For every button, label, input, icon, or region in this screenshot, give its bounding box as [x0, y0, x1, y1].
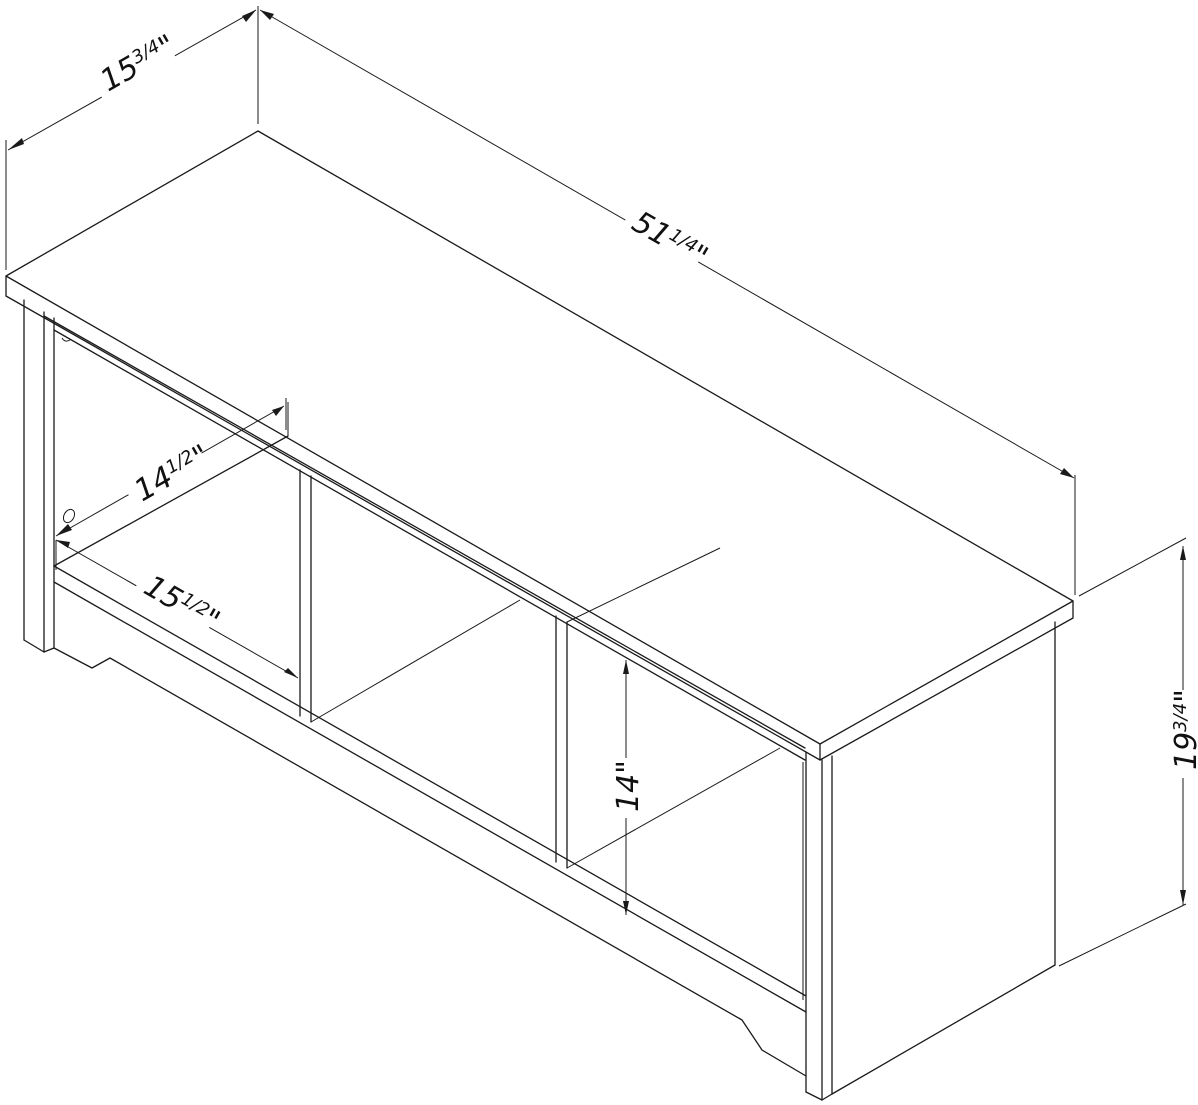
- bench-top-surface: [5, 130, 1074, 745]
- bench-top-front-edge: [5, 275, 821, 761]
- left-side-panel: [23, 299, 71, 653]
- origin-circle-marker: [62, 508, 76, 524]
- label-height: 193/4": [1169, 689, 1198, 770]
- label-cubby-height: 14": [611, 760, 646, 812]
- label-cubby-width: 151/2": [138, 569, 226, 640]
- front-rail: [43, 315, 806, 761]
- label-width: 511/4": [626, 205, 714, 276]
- kick-plate: [53, 647, 807, 1077]
- cubby-divider-1: [299, 469, 521, 723]
- bench-body: [5, 130, 1074, 1101]
- hinge-detail: [61, 337, 71, 342]
- label-depth: 153/4": [95, 28, 183, 99]
- right-side-panel: [805, 621, 1056, 1101]
- dimension-depth: [5, 6, 259, 270]
- bottom-shelf: [53, 435, 807, 1013]
- bench-top-side-edge: [819, 600, 1074, 761]
- cubby-divider-2: [555, 547, 781, 869]
- dimension-width: [259, 9, 1076, 595]
- label-cubby-depth: 141/2": [129, 438, 217, 509]
- dimension-labels: 153/4" 511/4" 193/4" 141/2": [86, 28, 1198, 818]
